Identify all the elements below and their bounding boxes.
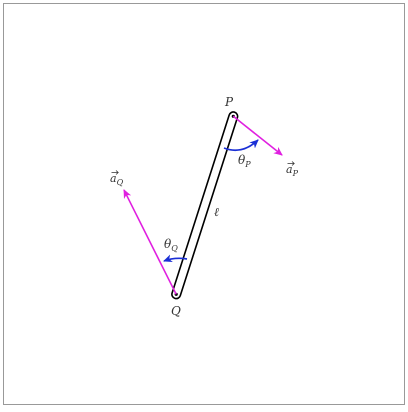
vector-arrow-icon: [111, 170, 119, 175]
svg-text:aP: aP: [286, 163, 299, 178]
frame-border: [3, 3, 405, 405]
angle-q-arc: [163, 254, 188, 263]
rigid-link: [171, 111, 239, 300]
point-q-label: Q: [171, 304, 181, 318]
acceleration-p-arrow: [232, 115, 283, 156]
acceleration-q-label: aQ: [110, 170, 124, 187]
angle-p-arc: [223, 139, 259, 152]
vector-arrow-icon: [287, 161, 295, 166]
point-p-label: P: [224, 95, 234, 109]
theta-q-label: θQ: [164, 237, 178, 253]
link-length-label: ℓ: [214, 205, 219, 219]
acceleration-p-label: aP: [286, 161, 299, 178]
acceleration-q-arrow: [123, 189, 177, 295]
svg-text:aQ: aQ: [110, 172, 124, 187]
theta-p-label: θP: [238, 153, 251, 169]
